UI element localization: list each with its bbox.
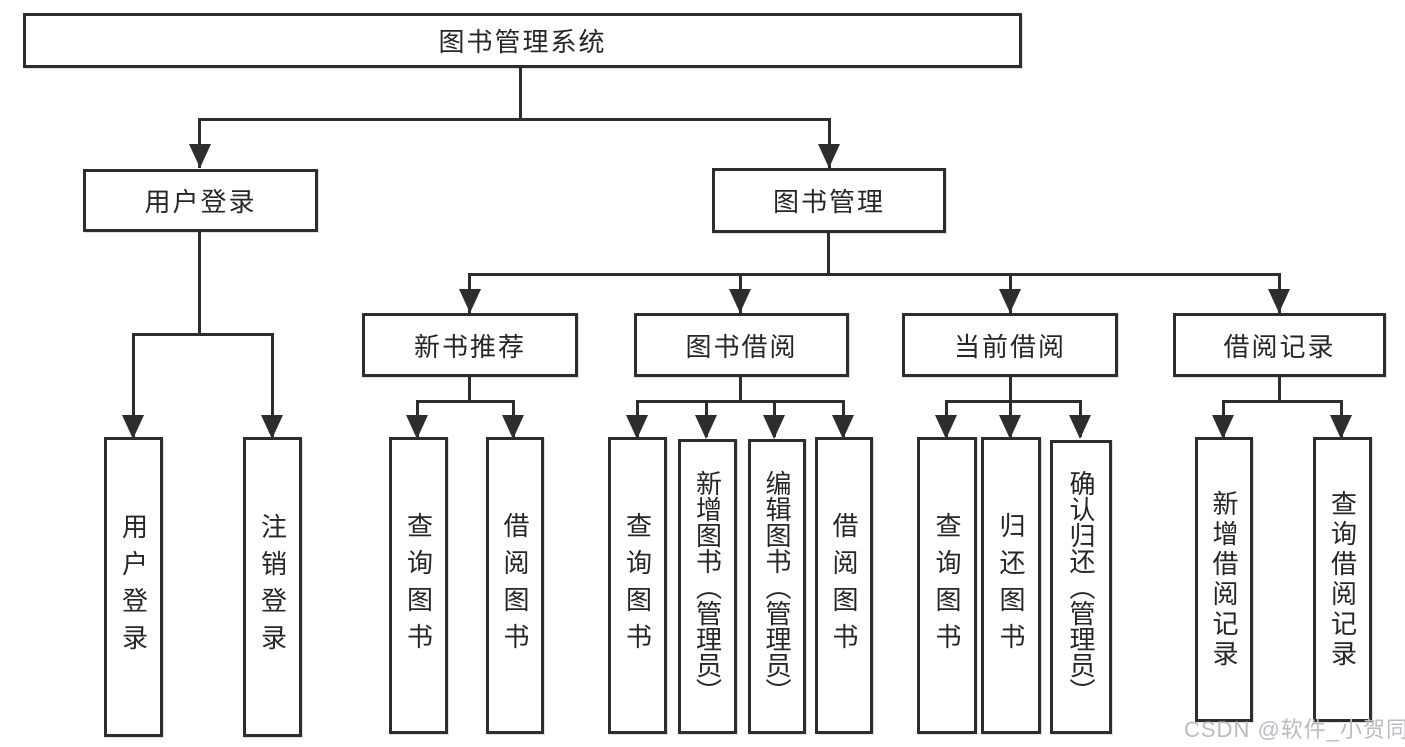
leaf-add-book-admin: 新增图书（管理员）: [678, 439, 737, 734]
arrow-down-icon: [626, 415, 648, 439]
node-borrow-record-label: 借阅记录: [1223, 331, 1336, 362]
node-book-management: 图书管理: [712, 168, 946, 233]
arrow-down-icon: [189, 144, 211, 168]
connector-borrow-record-split: [1222, 400, 1343, 403]
leaf-add-borrow-record-label: 新增借阅记录: [1209, 489, 1239, 670]
arrow-down-icon: [818, 144, 840, 168]
arrow-down-icon: [1268, 289, 1290, 313]
leaf-query-book-1-label: 查询图书: [403, 511, 434, 660]
leaf-query-book-3-label: 查询图书: [932, 511, 962, 660]
arrow-down-icon: [999, 289, 1021, 313]
connector-drop-user-login: [198, 118, 201, 168]
leaf-add-borrow-record: 新增借阅记录: [1195, 437, 1253, 722]
leaf-return-book: 归还图书: [981, 437, 1041, 734]
leaf-edit-book-admin: 编辑图书（管理员）: [748, 439, 806, 734]
leaf-borrow-book-1: 借阅图书: [486, 437, 544, 734]
node-current-borrow-label: 当前借阅: [953, 331, 1066, 362]
arrow-down-icon: [261, 415, 283, 439]
arrow-down-icon: [1069, 415, 1091, 439]
connector-current-borrow-split: [945, 400, 1082, 403]
leaf-query-book-2-label: 查询图书: [622, 511, 653, 660]
arrow-down-icon: [406, 415, 428, 439]
node-new-book-recommend-label: 新书推荐: [413, 331, 526, 362]
arrow-down-icon: [1330, 415, 1352, 439]
node-book-borrow-label: 图书借阅: [685, 331, 798, 362]
leaf-user-login-label: 用户登录: [118, 513, 149, 661]
arrow-down-icon: [999, 415, 1021, 439]
connector-book-borrow-stub: [739, 377, 742, 402]
connector-new-book-stub: [468, 377, 471, 402]
arrow-down-icon: [729, 289, 751, 313]
arrow-down-icon: [459, 289, 481, 313]
connector-user-login-split: [132, 333, 274, 336]
node-book-management-label: 图书管理: [772, 187, 885, 217]
connector-drop-logout-leaf: [271, 333, 274, 437]
node-book-borrow: 图书借阅: [634, 313, 849, 377]
leaf-add-book-admin-label: 新增图书（管理员）: [692, 469, 723, 704]
leaf-return-book-label: 归还图书: [996, 511, 1026, 660]
node-new-book-recommend: 新书推荐: [362, 313, 578, 377]
arrow-down-icon: [935, 415, 957, 439]
node-user-login-label: 用户登录: [144, 187, 257, 217]
arrow-down-icon: [832, 415, 854, 439]
leaf-query-book-2: 查询图书: [608, 437, 667, 734]
node-root-label: 图书管理系统: [438, 27, 607, 57]
connector-current-borrow-stub: [1009, 377, 1012, 402]
arrow-down-icon: [502, 415, 524, 439]
connector-book-borrow-split: [636, 400, 845, 403]
leaf-borrow-book-1-label: 借阅图书: [500, 511, 530, 660]
connector-borrow-record-stub: [1278, 377, 1281, 402]
leaf-logout-label: 注销登录: [257, 513, 288, 661]
arrow-down-icon: [763, 415, 785, 439]
arrow-down-icon: [122, 415, 144, 439]
leaf-user-login: 用户登录: [104, 437, 163, 737]
connector-root-stub: [519, 68, 522, 120]
connector-level3-split: [468, 273, 1281, 276]
leaf-logout: 注销登录: [243, 437, 302, 737]
leaf-query-book-1: 查询图书: [389, 437, 448, 734]
leaf-borrow-book-2-label: 借阅图书: [829, 511, 859, 660]
arrow-down-icon: [1212, 415, 1234, 439]
node-user-login: 用户登录: [83, 169, 318, 232]
leaf-edit-book-admin-label: 编辑图书（管理员）: [762, 469, 792, 704]
connector-level2-split: [199, 118, 831, 121]
arrow-down-icon: [695, 415, 717, 439]
node-root: 图书管理系统: [23, 13, 1022, 68]
csdn-watermark: CSDN @软件_小贺同学: [1184, 717, 1405, 742]
leaf-query-book-3: 查询图书: [917, 437, 977, 734]
leaf-query-borrow-record-label: 查询借阅记录: [1327, 489, 1358, 670]
connector-new-book-split: [416, 400, 515, 403]
leaf-confirm-return-admin: 确认归还（管理员）: [1050, 440, 1112, 734]
connector-drop-login-leaf: [132, 333, 135, 437]
connector-drop-book-management: [828, 118, 831, 168]
node-current-borrow: 当前借阅: [902, 313, 1118, 377]
connector-book-management-stub: [827, 233, 830, 275]
leaf-query-borrow-record: 查询借阅记录: [1313, 437, 1372, 722]
node-borrow-record: 借阅记录: [1173, 313, 1386, 377]
connector-user-login-stub: [198, 232, 201, 335]
leaf-borrow-book-2: 借阅图书: [815, 437, 873, 734]
leaf-confirm-return-admin-label: 确认归还（管理员）: [1066, 470, 1096, 704]
